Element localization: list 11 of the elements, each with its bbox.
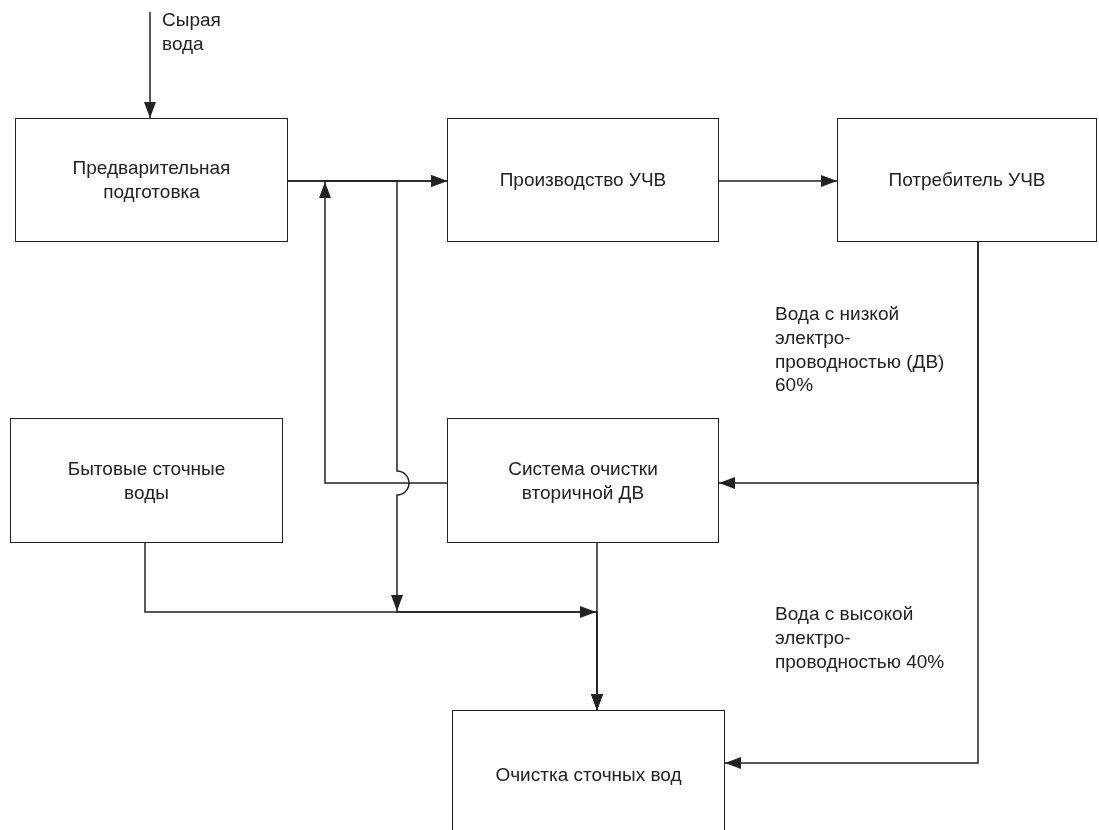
- arrow: [144, 11, 156, 119]
- arrow: [724, 241, 979, 769]
- arrow: [718, 175, 838, 187]
- process-box: Система очистки вторичной ДВ: [447, 418, 719, 543]
- input-label: Сырая вода: [140, 8, 252, 64]
- process-box: Производство УЧВ: [447, 118, 719, 242]
- process-box: Потребитель УЧВ: [837, 118, 1097, 242]
- process-box: Бытовые сточные воды: [10, 418, 283, 543]
- process-box: Очистка сточных вод: [452, 710, 725, 830]
- arrow: [319, 175, 448, 484]
- process-box: Предварительная подготовка: [15, 118, 288, 242]
